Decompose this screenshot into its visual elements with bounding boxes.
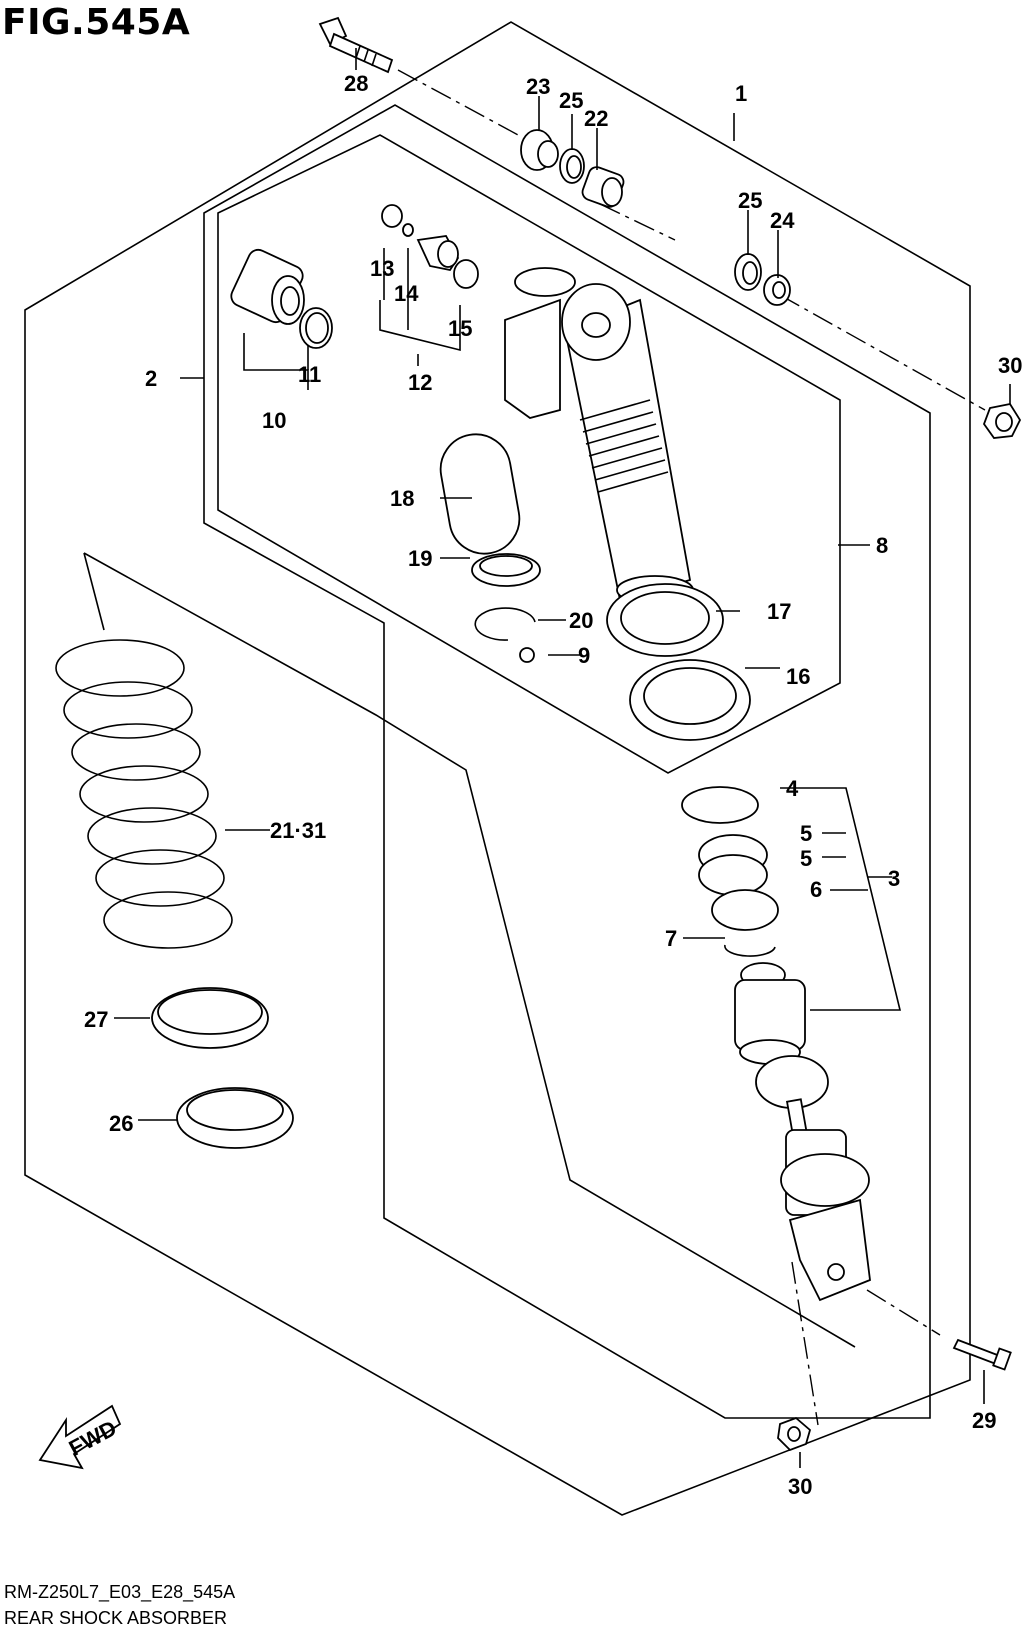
frame-subassembly-8 — [217, 134, 841, 774]
callout-3: 3 — [888, 866, 900, 891]
figure-code: RM-Z250L7_E03_E28_545A — [4, 1582, 236, 1602]
spring-21-31 — [55, 639, 233, 949]
ball-9 — [519, 647, 535, 663]
figure-name: REAR SHOCK ABSORBER — [4, 1608, 228, 1628]
callout-8: 8 — [876, 533, 888, 558]
bearing-22 — [581, 166, 625, 208]
leader-lines — [114, 48, 1011, 1468]
o-ring-15 — [453, 259, 479, 289]
callout-6: 6 — [810, 877, 822, 902]
frame-spring — [83, 552, 105, 631]
ring-5-b — [698, 854, 768, 896]
callout-21-31: 21·31 — [270, 818, 326, 843]
ring-7 — [724, 944, 776, 957]
ring-19 — [471, 553, 541, 587]
callout-28: 28 — [344, 71, 368, 96]
spring-seat-27 — [151, 987, 269, 1049]
callout-2: 2 — [145, 366, 157, 391]
callout-16: 16 — [786, 664, 810, 689]
callout-7: 7 — [665, 926, 677, 951]
circlip-20 — [474, 607, 536, 641]
frame-subassembly-2 — [203, 104, 931, 1419]
callout-11: 11 — [298, 362, 321, 387]
callout-5a: 5 — [800, 821, 812, 846]
callout-23: 23 — [526, 74, 550, 99]
callout-13: 13 — [370, 256, 394, 281]
figure-title: FIG.545A — [2, 2, 191, 43]
callout-9: 9 — [578, 643, 590, 668]
bladder-18 — [439, 433, 521, 555]
callout-17: 17 — [767, 599, 791, 624]
callout-22: 22 — [584, 106, 608, 131]
callout-27: 27 — [84, 1007, 108, 1032]
callout-30-bottom: 30 — [788, 1474, 812, 1499]
seal-25-right — [734, 253, 762, 291]
frame-spring-edge — [83, 552, 856, 1348]
callout-5b: 5 — [800, 846, 812, 871]
callout-4: 4 — [786, 776, 799, 801]
callout-19: 19 — [408, 546, 432, 571]
lock-nut-16 — [629, 659, 751, 741]
nut-30-bottom — [777, 1416, 812, 1452]
washer-24 — [763, 274, 791, 306]
callout-1: 1 — [735, 81, 747, 106]
valve-12 — [416, 235, 460, 272]
callout-15: 15 — [448, 316, 472, 341]
callout-18: 18 — [390, 486, 414, 511]
frame-assembly-1 — [24, 21, 971, 1516]
callout-labels: 1 2 3 4 5 5 6 7 8 9 10 11 12 13 14 15 16… — [84, 71, 1022, 1499]
callout-10: 10 — [262, 408, 286, 433]
seal-25-top — [559, 148, 585, 184]
cap-10 — [230, 248, 305, 325]
bolt-28 — [318, 16, 394, 74]
callout-25-top: 25 — [559, 88, 583, 113]
bolt-29 — [952, 1338, 1012, 1371]
shock-body-8 — [504, 267, 694, 605]
washer-14 — [402, 223, 414, 237]
fwd-arrow-icon: FWD — [38, 1404, 122, 1470]
guide-4 — [681, 786, 759, 824]
callout-29: 29 — [972, 1408, 996, 1433]
callout-20: 20 — [569, 608, 593, 633]
callout-30-top: 30 — [998, 353, 1022, 378]
collar-23 — [520, 129, 559, 171]
o-ring-11 — [299, 307, 333, 349]
o-ring-13 — [381, 204, 403, 228]
lock-nut-17 — [606, 583, 724, 657]
callout-14: 14 — [394, 281, 419, 306]
nut-30-top — [982, 402, 1022, 439]
damper-rod-3 — [734, 962, 871, 1302]
ring-6 — [711, 889, 779, 931]
callout-12: 12 — [408, 370, 432, 395]
callout-25-right: 25 — [738, 188, 762, 213]
stopper-26 — [176, 1087, 294, 1149]
callout-24: 24 — [770, 208, 795, 233]
callout-26: 26 — [109, 1111, 133, 1136]
